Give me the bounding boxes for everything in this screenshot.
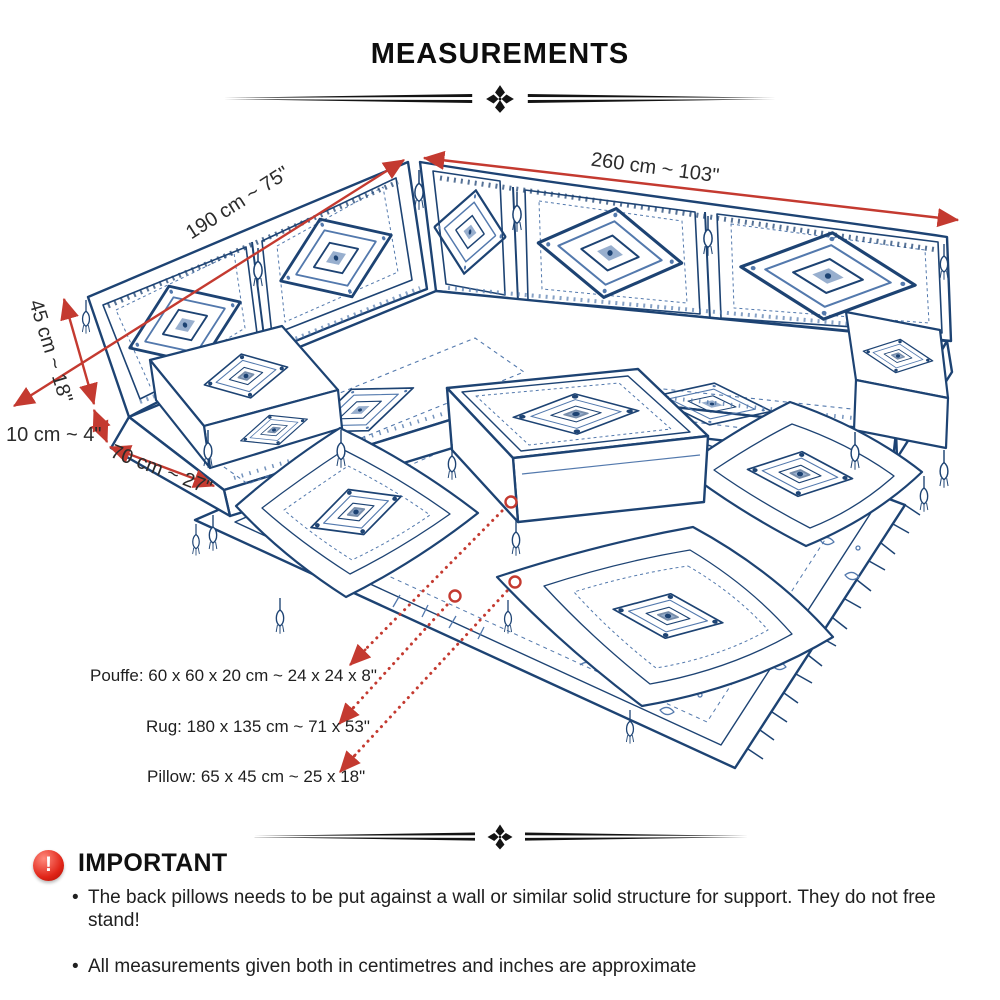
dimension-arrows — [12, 150, 960, 488]
floor-pillow-center — [495, 525, 835, 708]
important-note: The back pillows needs to be put against… — [70, 886, 960, 932]
floor-pillow-left — [234, 426, 480, 599]
pouffe — [445, 367, 710, 524]
divider-ornament-icon — [251, 824, 749, 850]
floor-pillow-right — [680, 400, 924, 548]
exclamation-icon: ! — [33, 850, 64, 881]
important-note: All measurements given both in centimetr… — [70, 955, 960, 978]
dimension-label-base-height: 10 cm ~ 4" — [6, 424, 102, 446]
important-heading: IMPORTANT — [78, 849, 228, 877]
page-title: MEASUREMENTS — [370, 38, 630, 70]
callout-pouffe: Pouffe: 60 x 60 x 20 cm ~ 24 x 24 x 8" — [90, 666, 377, 685]
callout-pillow: Pillow: 65 x 45 cm ~ 25 x 18" — [147, 767, 366, 786]
important-notes-list: The back pillows needs to be put against… — [70, 886, 960, 1000]
divider-ornament-icon — [223, 85, 777, 113]
callout-pointers — [338, 495, 522, 773]
callout-rug: Rug: 180 x 135 cm ~ 71 x 53" — [146, 717, 370, 736]
